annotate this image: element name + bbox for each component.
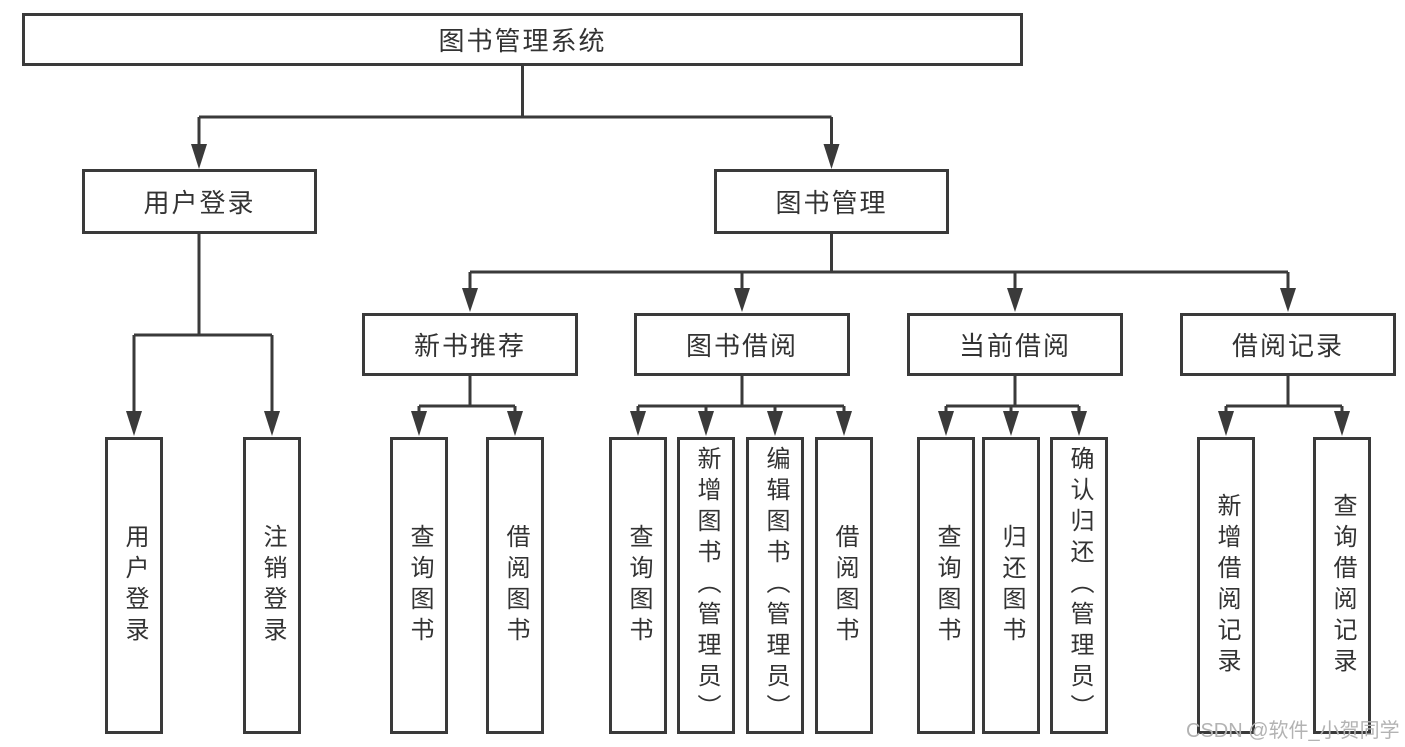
arrow-icon xyxy=(191,144,207,169)
leaf-recommend-borrow-books-label: 借阅图书 xyxy=(502,523,529,648)
arrow-icon xyxy=(1218,411,1234,436)
leaf-user-login: 用户登录 xyxy=(105,437,163,734)
arrow-icon xyxy=(462,288,478,312)
node-user-login-label: 用户登录 xyxy=(143,188,256,218)
arrow-icon xyxy=(507,411,523,436)
arrow-icon xyxy=(823,144,840,169)
arrow-icon xyxy=(767,411,783,436)
arrow-icon xyxy=(734,288,750,312)
leaf-borrow-borrow-books: 借阅图书 xyxy=(815,437,873,734)
node-new-book-recommend: 新书推荐 xyxy=(362,313,578,376)
leaf-current-confirm-return-label: 确认归还（管理员） xyxy=(1066,446,1093,725)
node-current-borrow: 当前借阅 xyxy=(907,313,1123,376)
leaf-current-query-books: 查询图书 xyxy=(917,437,975,734)
leaf-borrow-add-books-label: 新增图书（管理员） xyxy=(693,446,720,725)
leaf-borrow-query-books-label: 查询图书 xyxy=(625,523,652,648)
arrow-icon xyxy=(1071,411,1087,436)
arrow-icon xyxy=(836,411,852,436)
node-root-label: 图书管理系统 xyxy=(438,26,607,56)
leaf-logout: 注销登录 xyxy=(243,437,301,734)
leaf-borrow-borrow-books-label: 借阅图书 xyxy=(831,523,858,648)
leaf-recommend-query-books: 查询图书 xyxy=(390,437,448,734)
leaf-current-return-books-label: 归还图书 xyxy=(998,523,1025,648)
leaf-current-return-books: 归还图书 xyxy=(982,437,1040,734)
node-book-management: 图书管理 xyxy=(714,169,949,234)
arrow-icon xyxy=(698,411,714,436)
leaf-borrow-edit-books-label: 编辑图书（管理员） xyxy=(762,446,789,725)
node-new-book-recommend-label: 新书推荐 xyxy=(413,331,526,361)
node-current-borrow-label: 当前借阅 xyxy=(958,331,1071,361)
node-borrow-records: 借阅记录 xyxy=(1180,313,1396,376)
leaf-current-query-books-label: 查询图书 xyxy=(933,523,960,648)
leaf-recommend-query-books-label: 查询图书 xyxy=(406,523,433,648)
arrow-icon xyxy=(1280,288,1296,312)
node-book-borrow: 图书借阅 xyxy=(634,313,850,376)
leaf-records-query-record: 查询借阅记录 xyxy=(1313,437,1371,734)
arrow-icon xyxy=(1334,411,1350,436)
leaf-logout-label: 注销登录 xyxy=(259,523,286,648)
leaf-records-query-record-label: 查询借阅记录 xyxy=(1329,492,1356,679)
arrow-icon xyxy=(1007,288,1023,312)
arrow-icon xyxy=(411,411,427,436)
node-book-borrow-label: 图书借阅 xyxy=(685,331,798,361)
arrow-icon xyxy=(1003,411,1019,436)
leaf-borrow-add-books: 新增图书（管理员） xyxy=(677,437,735,734)
node-root: 图书管理系统 xyxy=(22,13,1023,66)
csdn-watermark: CSDN @软件_小贺同学 xyxy=(1186,720,1400,742)
node-book-management-label: 图书管理 xyxy=(775,188,888,218)
leaf-borrow-edit-books: 编辑图书（管理员） xyxy=(746,437,804,734)
node-user-login: 用户登录 xyxy=(82,169,317,234)
leaf-current-confirm-return: 确认归还（管理员） xyxy=(1050,437,1108,734)
arrow-icon xyxy=(126,411,142,436)
leaf-records-add-record-label: 新增借阅记录 xyxy=(1213,492,1240,679)
arrow-icon xyxy=(264,411,280,436)
arrow-icon xyxy=(938,411,954,436)
arrow-icon xyxy=(630,411,646,436)
leaf-recommend-borrow-books: 借阅图书 xyxy=(486,437,544,734)
leaf-user-login-label: 用户登录 xyxy=(121,523,148,648)
leaf-records-add-record: 新增借阅记录 xyxy=(1197,437,1255,734)
node-borrow-records-label: 借阅记录 xyxy=(1231,331,1344,361)
leaf-borrow-query-books: 查询图书 xyxy=(609,437,667,734)
